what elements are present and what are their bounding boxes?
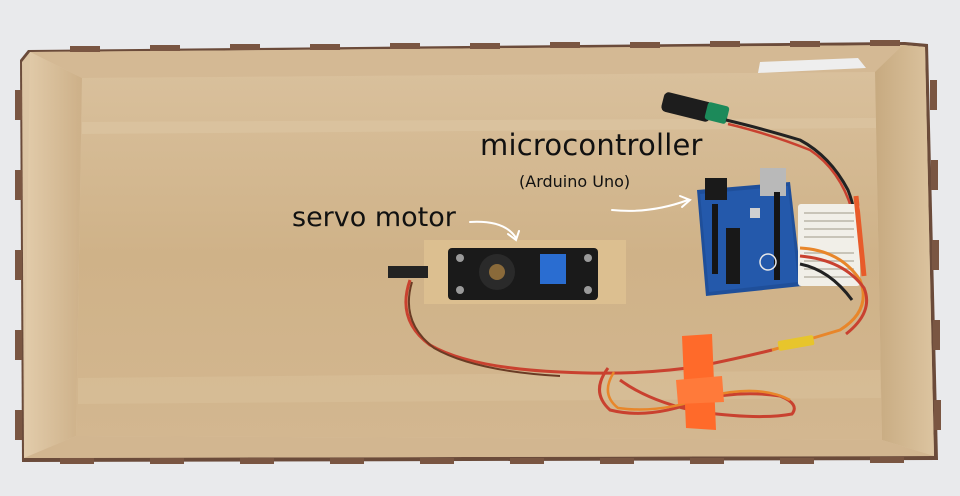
arduino-model-label: (Arduino Uno)	[519, 172, 631, 191]
arduino-uno-board	[697, 168, 802, 296]
orange-tape	[676, 334, 724, 430]
microcontroller-label: microcontroller	[480, 128, 703, 162]
servo-motor	[388, 240, 626, 304]
annotation-arrows	[469, 195, 692, 242]
servo-motor-label: servo motor	[292, 202, 456, 233]
